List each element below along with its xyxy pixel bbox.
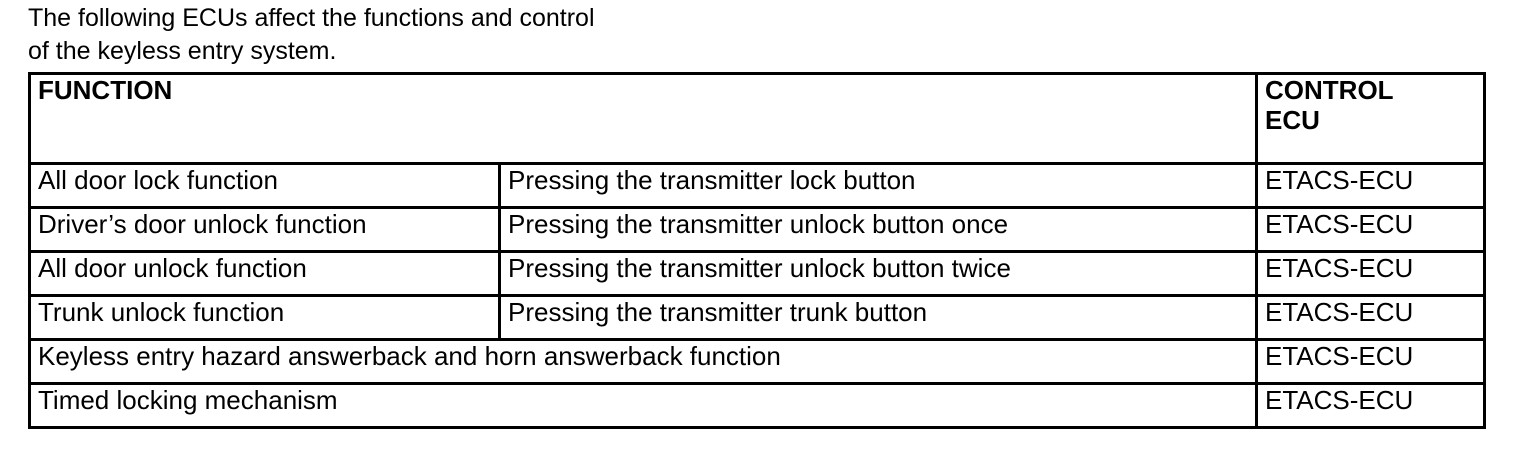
cell-control-ecu: ETACS-ECU <box>1255 162 1487 209</box>
table-row: All door lock function Pressing the tran… <box>28 162 1487 209</box>
intro-line-2: of the keyless entry system. <box>28 37 337 65</box>
table-header-row: FUNCTION CONTROL ECU <box>27 72 1487 165</box>
table-row: Timed locking mechanism ETACS-ECU <box>27 382 1487 429</box>
cell-control-ecu: ETACS-ECU <box>1255 206 1487 253</box>
column-header-control-ecu-line2: ECU <box>1265 105 1320 135</box>
cell-function: All door unlock function <box>28 250 501 297</box>
ecu-function-table: FUNCTION CONTROL ECU All door lock funct… <box>27 72 1487 429</box>
table-row: All door unlock function Pressing the tr… <box>28 250 1487 297</box>
cell-function: Trunk unlock function <box>28 294 501 341</box>
cell-function: All door lock function <box>28 162 501 209</box>
table-row: Driver’s door unlock function Pressing t… <box>28 206 1487 253</box>
cell-control-ecu: ETACS-ECU <box>1255 338 1487 385</box>
column-header-function: FUNCTION <box>27 72 1259 165</box>
table-row: Keyless entry hazard answerback and horn… <box>27 338 1487 385</box>
cell-control-ecu: ETACS-ECU <box>1255 250 1487 297</box>
cell-condition: Pressing the transmitter lock button <box>497 162 1259 209</box>
intro-paragraph: The following ECUs affect the functions … <box>28 2 1028 68</box>
table-row: Trunk unlock function Pressing the trans… <box>28 294 1487 341</box>
cell-condition: Pressing the transmitter trunk button <box>497 294 1259 341</box>
cell-control-ecu: ETACS-ECU <box>1255 382 1487 429</box>
column-header-function-label: FUNCTION <box>38 75 173 105</box>
column-header-control-ecu: CONTROL ECU <box>1255 72 1487 165</box>
cell-condition: Pressing the transmitter unlock button t… <box>497 250 1259 297</box>
cell-function: Timed locking mechanism <box>27 382 1259 429</box>
column-header-control-ecu-line1: CONTROL <box>1265 75 1394 105</box>
cell-function: Keyless entry hazard answerback and horn… <box>27 338 1259 385</box>
cell-condition: Pressing the transmitter unlock button o… <box>497 206 1259 253</box>
intro-line-1: The following ECUs affect the functions … <box>28 4 595 32</box>
cell-control-ecu: ETACS-ECU <box>1255 294 1487 341</box>
cell-function: Driver’s door unlock function <box>28 206 501 253</box>
